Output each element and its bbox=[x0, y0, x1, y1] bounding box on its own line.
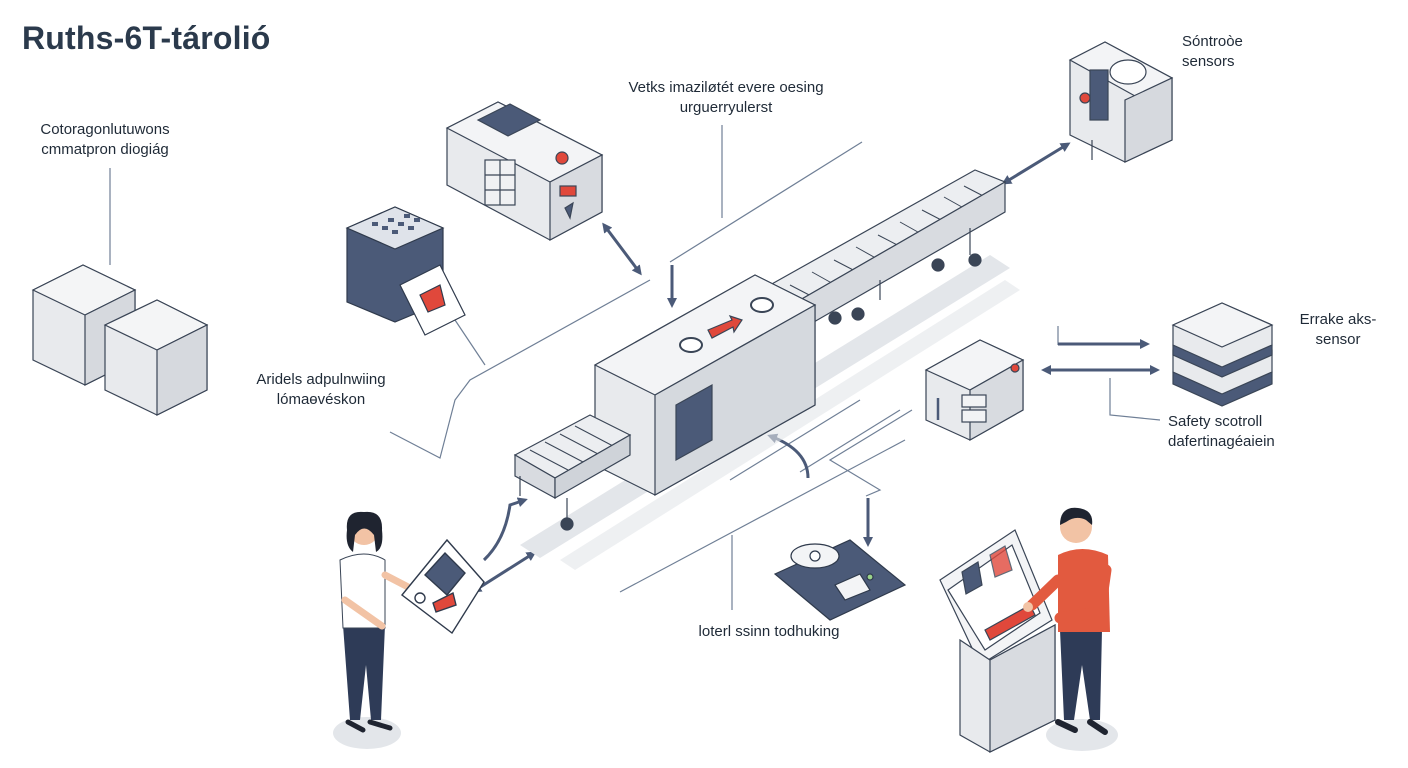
control-kiosk bbox=[939, 529, 1056, 753]
printer-terminal bbox=[345, 206, 466, 336]
label-storage-line-1: Cotoragonlutuwons bbox=[40, 121, 170, 138]
conveyor-system bbox=[513, 169, 1007, 531]
label-left-mid-line-1: Aridels adpulnwiing bbox=[256, 371, 386, 388]
label-top-center-line-1: Vetks imaziløtét evere oesing bbox=[628, 79, 824, 96]
flow-arrows bbox=[471, 142, 1160, 593]
label-right-mid-line-2: sensor bbox=[1315, 331, 1361, 348]
sensor-plate bbox=[773, 539, 907, 621]
label-safety-line-1: Safety scotroll bbox=[1168, 413, 1263, 430]
sensor-device-mid bbox=[924, 339, 1025, 442]
label-bottom-center-line-1: loterl ssinn todhuking bbox=[698, 623, 840, 640]
label-top-right-line-1: Sóntroòe bbox=[1182, 33, 1243, 50]
page-title: Ruths-6T-tárolió bbox=[22, 20, 271, 56]
label-right-mid-line-1: Errake aks- bbox=[1299, 311, 1377, 328]
guide-lines bbox=[109, 125, 1161, 610]
operator-woman bbox=[333, 511, 414, 749]
sensor-unit-top bbox=[1068, 41, 1174, 163]
label-safety: Safety scotroll dafertinagéaiein bbox=[1168, 412, 1348, 452]
label-top-right-line-2: sensors bbox=[1182, 53, 1235, 70]
label-safety-line-2: dafertinagéaiein bbox=[1168, 433, 1275, 450]
control-cabinet bbox=[445, 101, 604, 242]
label-left-mid: Aridels adpulnwiing lómaɵvéskon bbox=[236, 370, 406, 410]
label-top-right: Sóntroòe sensors bbox=[1182, 32, 1302, 72]
stacked-sensor bbox=[1171, 302, 1274, 407]
storage-boxes bbox=[31, 264, 209, 416]
operator-man bbox=[1023, 507, 1118, 751]
label-top-center-line-2: urguerryulerst bbox=[679, 99, 773, 116]
label-right-mid: Errake aks- sensor bbox=[1288, 310, 1388, 350]
label-bottom-center: loterl ssinn todhuking bbox=[664, 622, 874, 642]
label-left-mid-line-2: lómaɵvéskon bbox=[276, 391, 366, 408]
label-storage-line-2: cmmatpron diogiág bbox=[41, 141, 169, 158]
tablet-device bbox=[400, 538, 485, 635]
label-storage: Cotoragonlutuwons cmmatpron diogiág bbox=[20, 120, 190, 160]
label-top-center: Vetks imaziløtét evere oesing urguerryul… bbox=[606, 78, 846, 118]
